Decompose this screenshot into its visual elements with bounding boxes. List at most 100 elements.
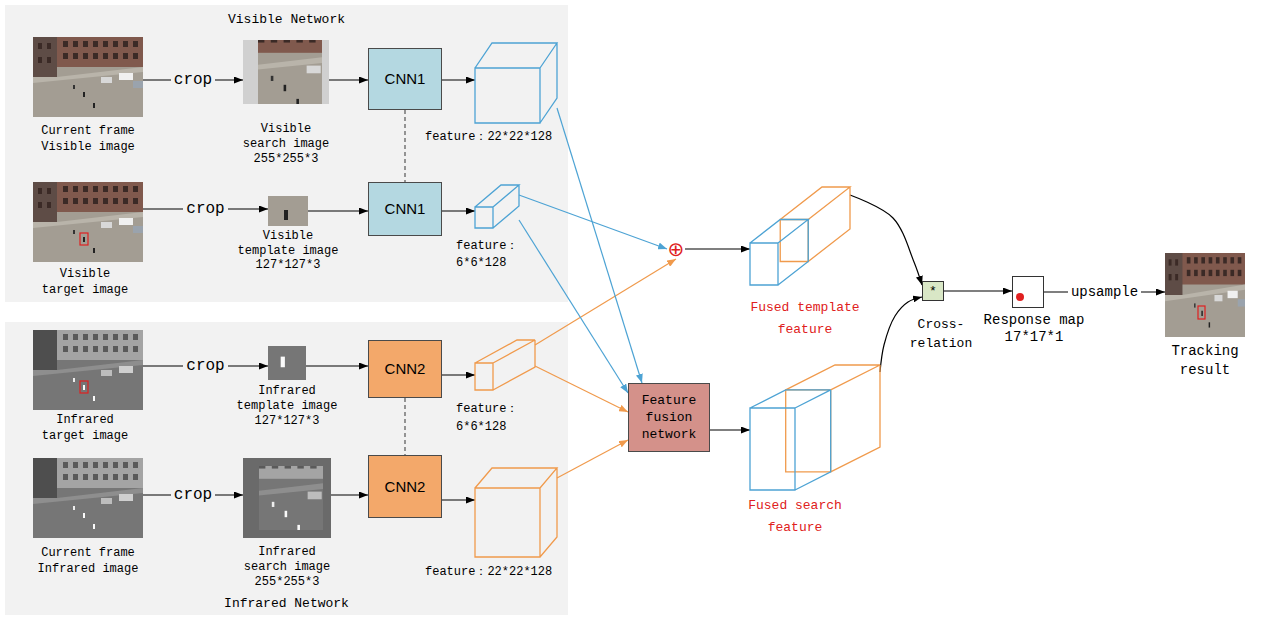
flow-arrow — [306, 365, 368, 366]
flow-arrow — [442, 374, 475, 375]
cnn-box: CNN2 — [368, 455, 442, 518]
visible-photo — [220, 14, 361, 116]
node-label: CNN2 — [385, 477, 426, 497]
video-frame: Current frame Infrared image — [33, 458, 143, 538]
cube-outline — [475, 185, 519, 228]
cube-outline — [475, 468, 557, 557]
caption: Infrared search image 255*255*3 — [241, 545, 333, 590]
node-label: CNN2 — [385, 359, 426, 379]
caption: feature： 6*6*128 — [456, 238, 526, 272]
flow-arrow — [519, 195, 667, 249]
fused-feature-cube: Fused search feature — [750, 365, 880, 490]
target-box — [80, 233, 88, 245]
flow-arrow — [442, 210, 475, 211]
cnn-box: CNN1 — [368, 48, 442, 110]
caption: Visible Network — [177, 11, 397, 28]
cube-edge — [475, 340, 535, 390]
feature-cube: feature：22*22*128 — [475, 468, 557, 557]
cube-edge — [750, 390, 831, 490]
shared-weights-line — [404, 398, 405, 455]
video-frame: Current frame Visible image — [33, 37, 143, 117]
infrared-photo — [33, 458, 143, 538]
infrared-photo — [33, 330, 143, 410]
edge-label: crop — [183, 357, 227, 376]
feature-cube: feature： 6*6*128 — [475, 340, 535, 390]
edge-label: crop — [183, 200, 227, 219]
flow-arrow — [442, 79, 475, 80]
flow-arrow — [557, 440, 628, 478]
cube-outline — [475, 340, 535, 390]
response-peak — [1016, 293, 1024, 301]
caption: Current frame Visible image — [38, 123, 138, 155]
panel-ground — [5, 5, 568, 302]
cube-outline — [475, 43, 557, 123]
caption: Cross- relation — [904, 315, 978, 353]
caption: Infrared template image 127*127*3 — [234, 384, 340, 429]
flow-arrow — [442, 499, 475, 500]
node-label: Feature fusion network — [633, 392, 705, 443]
caption: Visible target image — [39, 266, 131, 298]
template-image: Infrared template image 127*127*3 — [268, 346, 306, 380]
network-panel: Infrared NetworkInfrared target imageInf… — [5, 322, 568, 615]
flow-arrow — [329, 79, 368, 80]
cnn-box: CNN1 — [368, 182, 442, 236]
search-image: Visible search image 255*255*3 — [243, 40, 329, 104]
cube-edge — [475, 43, 557, 123]
fused-feature-cube: Fused template feature — [750, 187, 850, 285]
cube-edge — [780, 187, 850, 261]
visible-photo — [33, 182, 143, 262]
flow-arrow — [685, 248, 750, 249]
edge-label: crop — [171, 486, 215, 505]
video-frame: Visible target image — [33, 182, 143, 262]
target-box — [80, 381, 88, 393]
caption: Fused template feature — [745, 297, 865, 341]
caption: Current frame Infrared image — [35, 545, 141, 577]
caption: Visible template image 127*127*3 — [235, 229, 341, 273]
node-label: CNN1 — [385, 69, 426, 89]
flow-arrow — [557, 108, 642, 383]
caption: Tracking result — [1165, 342, 1245, 380]
cnn-box: CNN2 — [368, 340, 442, 398]
node-label: * — [929, 284, 937, 299]
search-crop — [221, 440, 362, 542]
cube-edge — [750, 219, 808, 285]
feature-cube: feature： 6*6*128 — [475, 185, 519, 228]
flow-arrow — [944, 290, 1012, 291]
search-crop — [220, 14, 361, 116]
fusion-box: Feature fusion network — [628, 383, 710, 452]
caption: Infrared Network — [177, 595, 397, 612]
response-map: Response map 17*17*1 — [1012, 276, 1044, 308]
flow-arrow — [331, 494, 368, 495]
video-frame: Infrared target image — [33, 330, 143, 410]
tracking-result: Tracking result — [1165, 253, 1245, 337]
visible-photo — [33, 37, 143, 117]
cube-edge — [475, 185, 519, 228]
template-image: Visible template image 127*127*3 — [268, 196, 308, 226]
concat-symbol: ⊕ — [667, 239, 685, 259]
feature-cube: feature：22*22*128 — [475, 43, 557, 123]
flow-arrow — [535, 259, 676, 345]
search-image: Infrared search image 255*255*3 — [243, 458, 331, 538]
cube-outline — [750, 365, 880, 490]
node-label: ⊕ — [668, 239, 685, 259]
caption: Fused search feature — [735, 495, 855, 539]
flow-arrow — [308, 210, 368, 211]
flow-arrow — [880, 297, 922, 372]
edge-label: upsample — [1068, 284, 1141, 301]
infrared-photo — [221, 440, 362, 542]
shared-weights-line — [404, 110, 405, 182]
flow-arrow — [535, 366, 628, 412]
cube-edge — [475, 468, 557, 557]
visible-photo — [1165, 253, 1245, 337]
flow-arrow — [850, 195, 922, 285]
network-panel: Visible NetworkCurrent frame Visible ima… — [5, 5, 568, 302]
flow-arrow — [710, 429, 750, 430]
correlation-box: *Cross- relation — [922, 281, 944, 301]
node-label: CNN1 — [385, 199, 426, 219]
target-box — [1198, 306, 1205, 319]
cube-outline — [750, 187, 850, 285]
